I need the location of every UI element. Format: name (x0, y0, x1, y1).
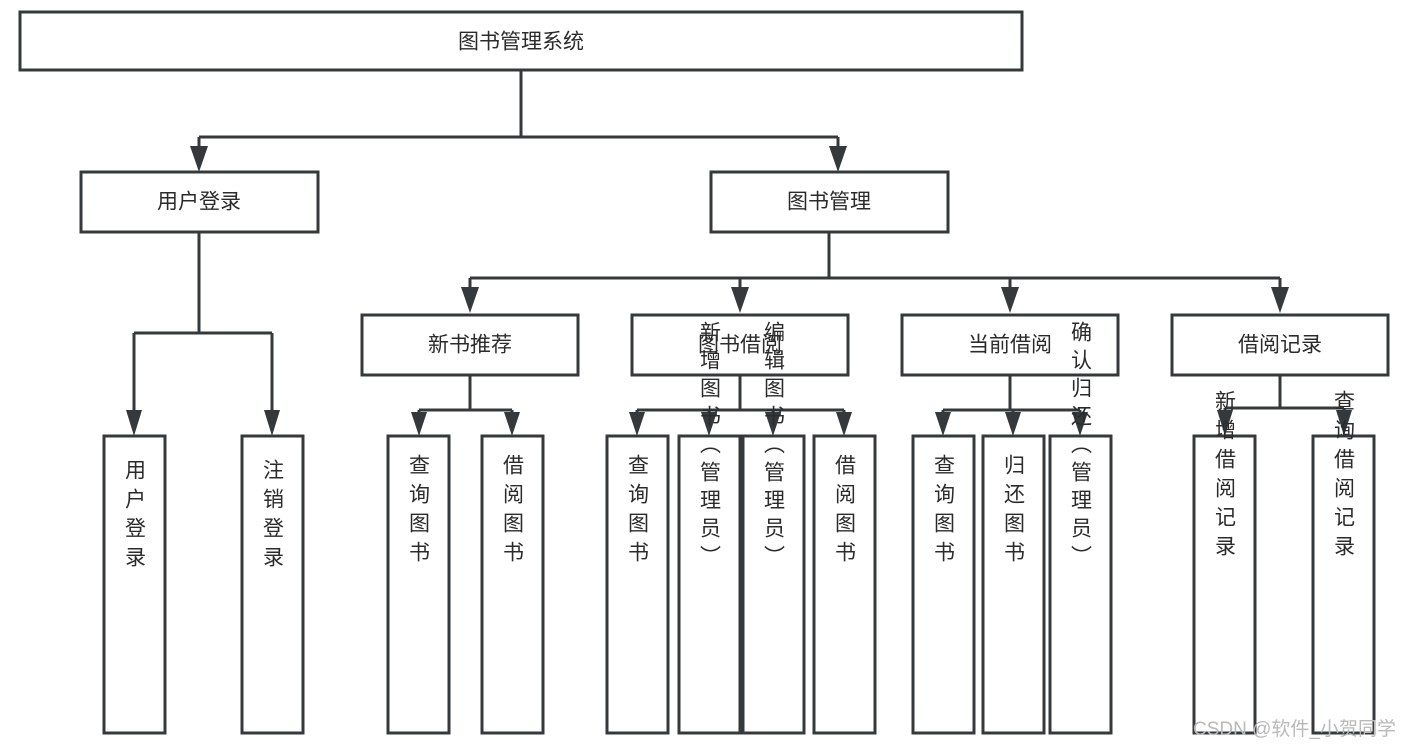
node-root-box[interactable] (18, 10, 1024, 72)
arrow-head-borrow-record (1271, 287, 1289, 313)
node-leaf-borrow-book-2-box[interactable] (812, 434, 877, 735)
node-leaf-user-login[interactable]: 用户登录 (102, 434, 167, 735)
node-leaf-return-book-label: 归还图书 (1002, 454, 1026, 570)
node-borrow-record-box[interactable] (1170, 313, 1390, 377)
arrow-head-user-login (190, 146, 208, 172)
node-leaf-borrow-book-2[interactable]: 借阅图书 (812, 434, 877, 735)
node-new-book-recommend[interactable]: 新书推荐 (360, 313, 580, 377)
arrow-head-leaf-edit-book (765, 412, 781, 436)
arrow-head-current-borrow (1001, 287, 1019, 313)
node-root[interactable]: 图书管理系统 (18, 10, 1024, 72)
node-leaf-query-book-3[interactable]: 查询图书 (911, 434, 976, 735)
arrow-head-book-management (829, 146, 847, 172)
arrow-head-leaf-query-book-3 (935, 412, 951, 436)
node-leaf-query-book-2-box[interactable] (605, 434, 670, 735)
node-leaf-add-book-box[interactable] (677, 434, 742, 735)
node-book-management-label: 图书管理 (787, 191, 871, 214)
node-leaf-confirm-return-box[interactable] (1048, 434, 1113, 735)
node-new-book-recommend-label: 新书推荐 (428, 334, 512, 357)
node-leaf-query-book-2-label: 查询图书 (626, 454, 650, 570)
arrow-head-leaf-user-login (126, 410, 142, 436)
node-leaf-return-book[interactable]: 归还图书 (981, 434, 1046, 735)
node-leaf-user-login-box[interactable] (102, 434, 167, 735)
node-leaf-borrow-book-1-label: 借阅图书 (501, 454, 525, 570)
arrow-head-new-book-recommend (461, 287, 479, 313)
arrow-head-leaf-query-book-2 (629, 412, 645, 436)
arrow-head-leaf-confirm-return (1072, 412, 1088, 436)
node-leaf-add-book[interactable]: 新增图书（管理员） (677, 321, 742, 735)
arrow-head-leaf-return-book (1005, 412, 1021, 436)
node-book-management-box[interactable] (709, 170, 950, 234)
node-leaf-add-record-box[interactable] (1192, 434, 1257, 735)
node-leaf-add-record[interactable]: 新增借阅记录 (1192, 390, 1257, 735)
node-leaf-user-logout[interactable]: 注销登录 (240, 434, 305, 735)
node-leaf-borrow-book-1[interactable]: 借阅图书 (480, 434, 545, 735)
node-borrow-record-label: 借阅记录 (1238, 334, 1322, 357)
node-current-borrow-box[interactable] (900, 313, 1120, 377)
node-leaf-add-record-label: 新增借阅记录 (1213, 390, 1237, 564)
node-leaf-query-book-3-label: 查询图书 (932, 454, 956, 570)
node-leaf-edit-book[interactable]: 编辑图书（管理员） (741, 321, 806, 735)
node-leaf-edit-book-label: 编辑图书（管理员） (762, 321, 786, 573)
node-root-label: 图书管理系统 (458, 31, 584, 54)
arrow-head-leaf-borrow-book-2 (836, 412, 852, 436)
node-current-borrow[interactable]: 当前借阅 (900, 313, 1120, 377)
node-leaf-borrow-book-1-box[interactable] (480, 434, 545, 735)
node-leaf-query-book-1-box[interactable] (386, 434, 451, 735)
node-leaf-query-book-2[interactable]: 查询图书 (605, 434, 670, 735)
arrow-head-leaf-user-logout (264, 410, 280, 436)
node-leaf-query-record-box[interactable] (1311, 434, 1376, 735)
node-user-login[interactable]: 用户登录 (79, 170, 320, 234)
node-book-management[interactable]: 图书管理 (709, 170, 950, 234)
arrow-head-leaf-query-book-1 (411, 412, 427, 436)
node-leaf-confirm-return-label: 确认归还（管理员） (1069, 321, 1093, 573)
node-leaf-user-login-label: 用户登录 (123, 459, 147, 575)
connector-group (126, 70, 1352, 436)
node-leaf-borrow-book-2-label: 借阅图书 (833, 454, 857, 570)
node-leaf-add-book-label: 新增图书（管理员） (698, 321, 722, 573)
arrow-head-leaf-query-record (1336, 410, 1352, 436)
node-leaf-query-record[interactable]: 查询借阅记录 (1311, 390, 1376, 735)
node-borrow-record[interactable]: 借阅记录 (1170, 313, 1390, 377)
node-book-borrow[interactable]: 图书借阅 (630, 313, 850, 377)
node-leaf-edit-book-box[interactable] (741, 434, 806, 735)
node-leaf-user-logout-label: 注销登录 (261, 459, 285, 575)
node-user-login-box[interactable] (79, 170, 320, 234)
node-user-login-label: 用户登录 (157, 191, 241, 214)
node-leaf-query-record-label: 查询借阅记录 (1332, 390, 1356, 564)
arrow-head-book-borrow (731, 287, 749, 313)
arrow-head-leaf-add-book (701, 412, 717, 436)
node-leaf-confirm-return[interactable]: 确认归还（管理员） (1048, 321, 1113, 735)
node-leaf-query-book-1-label: 查询图书 (407, 454, 431, 570)
node-leaf-query-book-1[interactable]: 查询图书 (386, 434, 451, 735)
node-new-book-recommend-box[interactable] (360, 313, 580, 377)
node-current-borrow-label: 当前借阅 (968, 334, 1052, 357)
node-leaf-query-book-3-box[interactable] (911, 434, 976, 735)
node-book-borrow-box[interactable] (630, 313, 850, 377)
arrow-head-leaf-add-record (1217, 410, 1233, 436)
arrow-head-leaf-borrow-book-1 (504, 412, 520, 436)
node-book-borrow-label: 图书借阅 (698, 334, 782, 357)
node-leaf-return-book-box[interactable] (981, 434, 1046, 735)
csdn-watermark: CSDN @软件_小贺同学 (1193, 718, 1396, 740)
node-leaf-user-logout-box[interactable] (240, 434, 305, 735)
